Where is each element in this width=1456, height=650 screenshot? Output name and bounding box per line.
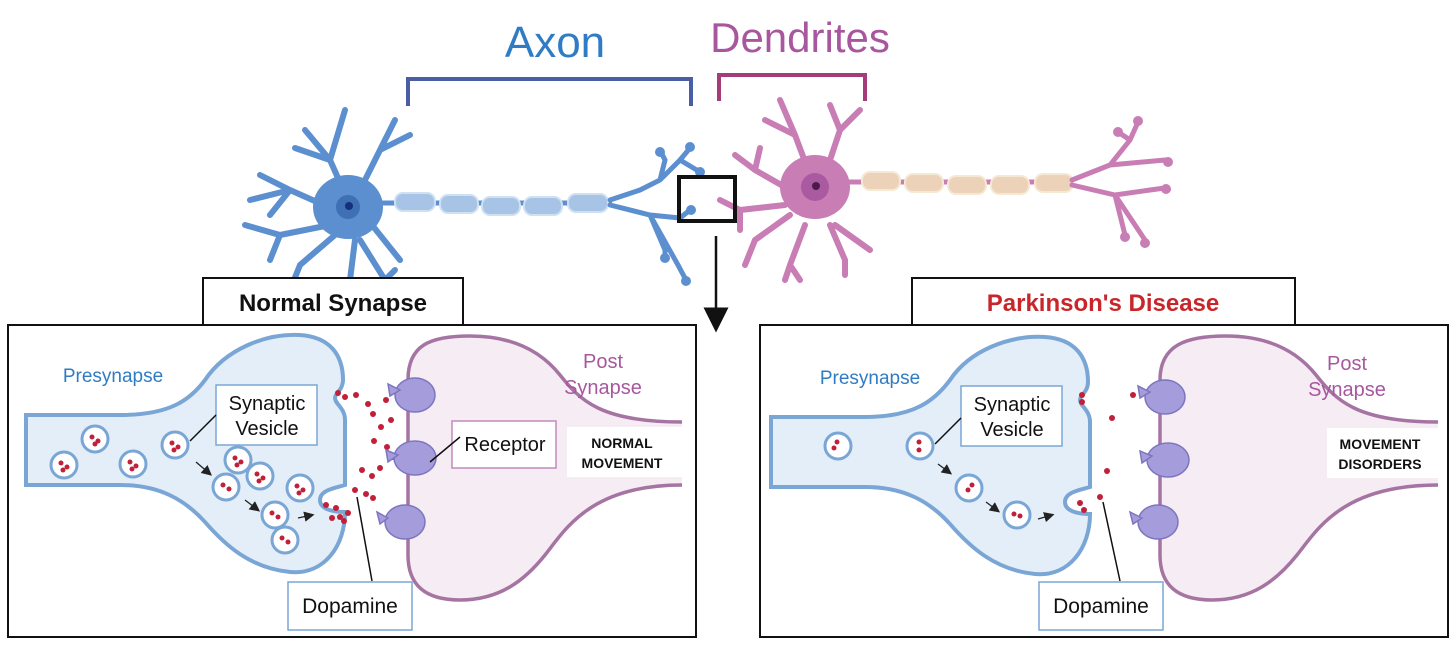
dendrites-label: Dendrites [710, 14, 890, 61]
panel-heading-box [911, 277, 1296, 326]
panel-normal-synapse: Normal Synapse Presynapse Post Synapse [7, 277, 697, 638]
post-synapse-label-line1: Post [583, 351, 623, 373]
receptor-callout: Receptor [464, 434, 545, 456]
receptor-leader-line [429, 436, 461, 463]
dopamine-callout-box [287, 581, 413, 631]
released-dopamine [1077, 392, 1136, 513]
postsynaptic-neuron [717, 97, 1173, 283]
presynaptic-neuron [242, 107, 705, 293]
vesicle-leader-line [189, 414, 217, 442]
receptors [1128, 379, 1190, 540]
dendrites-bracket [717, 73, 867, 101]
panel-heading: Normal Synapse [239, 290, 427, 317]
post-synapse-label-line1: Post [1327, 353, 1367, 375]
panel-heading-box [202, 277, 464, 326]
dopamine-in-vesicles [831, 439, 1023, 519]
postsynaptic-terminal [1158, 334, 1439, 602]
synaptic-vesicles [823, 431, 1032, 530]
dopamine-callout-box [1038, 581, 1164, 631]
panel-heading: Parkinson's Disease [987, 290, 1220, 317]
outcome-line2: DISORDERS [1338, 456, 1421, 472]
presynapse-label: Presynapse [63, 366, 163, 387]
outcome-line2: MOVEMENT [582, 455, 663, 471]
vesicle-callout-box [215, 384, 318, 446]
zoom-focus-box [677, 175, 737, 223]
vesicle-callout-line1: Synaptic [974, 394, 1051, 416]
synaptic-vesicles [49, 424, 315, 555]
dopamine-in-vesicles [58, 434, 306, 545]
vesicle-callout-line1: Synaptic [229, 393, 306, 415]
post-synapse-label-line2: Synapse [564, 377, 642, 399]
axon-bracket [406, 77, 693, 106]
dopamine-callout: Dopamine [302, 595, 398, 618]
receptors [375, 377, 437, 540]
vesicle-callout-box [960, 385, 1063, 447]
vesicle-callout-line2: Vesicle [980, 419, 1043, 441]
presynapse-label: Presynapse [820, 368, 920, 389]
dopamine-leader-line [1102, 501, 1121, 582]
panel-parkinsons-disease: Parkinson's Disease Presynapse Post Syna… [759, 277, 1449, 638]
outcome-line1: MOVEMENT [1340, 436, 1421, 452]
outcome-box [1327, 428, 1438, 478]
post-synapse-label-line2: Synapse [1308, 379, 1386, 401]
axon-label: Axon [505, 18, 605, 67]
dopamine-leader-line [356, 496, 373, 582]
vesicle-leader-line [934, 417, 962, 445]
dopamine-callout: Dopamine [1053, 595, 1149, 618]
outcome-box [567, 427, 682, 477]
released-dopamine [323, 390, 396, 524]
outcome-line1: NORMAL [591, 435, 653, 451]
vesicle-callout-line2: Vesicle [235, 418, 298, 440]
